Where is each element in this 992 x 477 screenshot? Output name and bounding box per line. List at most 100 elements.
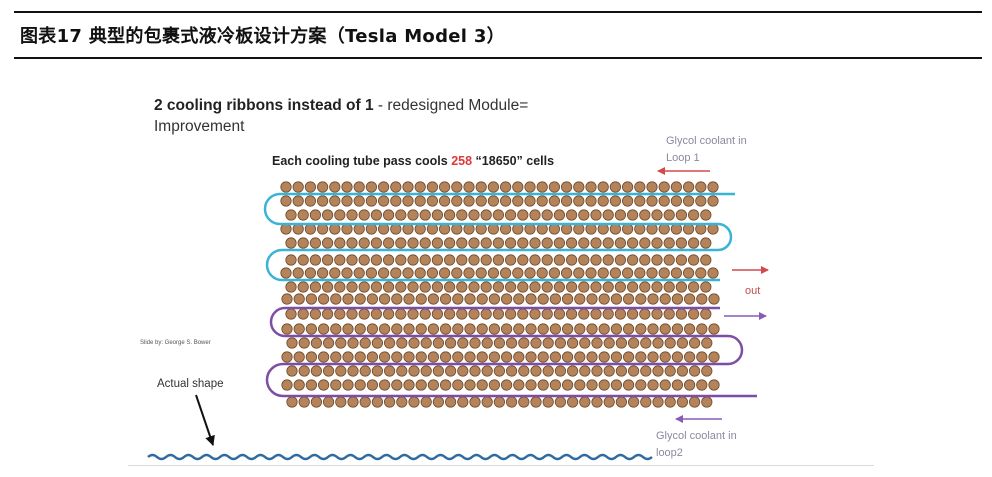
battery-cell <box>554 365 567 377</box>
battery-cell <box>378 351 391 363</box>
battery-cell <box>316 267 329 279</box>
battery-cell <box>317 323 330 335</box>
battery-cell <box>614 237 627 249</box>
battery-cell <box>382 237 395 249</box>
battery-cell <box>439 351 452 363</box>
battery-cell <box>603 365 615 377</box>
battery-cell <box>377 195 390 207</box>
battery-cell <box>700 308 712 320</box>
battery-cell <box>396 337 408 349</box>
headline-rest: - redesigned Module= <box>373 97 529 114</box>
battery-cell <box>285 237 297 249</box>
battery-cell <box>500 323 513 335</box>
battery-cell <box>396 396 408 408</box>
battery-cell <box>614 281 627 293</box>
battery-cell <box>553 209 566 221</box>
battery-cell <box>317 351 330 363</box>
loop2-inlet-label: Glycol coolant in loop2 <box>656 428 737 462</box>
battery-cell <box>342 379 354 391</box>
battery-cell <box>566 365 579 377</box>
battery-cell <box>626 209 639 221</box>
battery-cell <box>366 351 378 363</box>
battery-cell <box>353 181 365 193</box>
battery-cell <box>469 365 481 377</box>
battery-cell <box>427 323 439 335</box>
battery-cell <box>480 281 492 293</box>
battery-cell <box>621 195 634 207</box>
battery-cell <box>536 267 548 279</box>
battery-cell <box>297 281 309 293</box>
battery-cell <box>504 209 517 221</box>
battery-cell <box>615 337 628 349</box>
battery-cell <box>676 337 689 349</box>
battery-cell <box>647 323 659 335</box>
battery-cell <box>285 254 297 266</box>
battery-cell <box>524 195 536 207</box>
battery-cell <box>513 323 525 335</box>
battery-cell <box>578 237 590 249</box>
loop2-label-line1: Glycol coolant in <box>656 430 737 442</box>
battery-cell <box>292 181 304 193</box>
battery-cell <box>464 323 476 335</box>
battery-cell <box>297 308 309 320</box>
battery-cell <box>492 254 504 266</box>
battery-cell <box>391 293 403 305</box>
battery-cell <box>561 351 574 363</box>
battery-cell <box>573 267 585 279</box>
battery-cell <box>402 181 414 193</box>
battery-cell <box>529 209 541 221</box>
battery-cell <box>610 293 623 305</box>
battery-cell <box>658 181 670 193</box>
battery-cell <box>431 237 443 249</box>
battery-cell <box>700 209 712 221</box>
battery-cell <box>565 209 578 221</box>
battery-cell <box>305 351 317 363</box>
battery-cell <box>391 351 403 363</box>
battery-cell <box>517 209 529 221</box>
battery-cell <box>285 308 297 320</box>
battery-cell <box>504 281 517 293</box>
battery-cell <box>670 223 683 235</box>
battery-cell <box>443 237 456 249</box>
battery-cell <box>329 223 341 235</box>
battery-cell <box>659 293 671 305</box>
battery-cell <box>561 293 574 305</box>
battery-cell <box>499 267 512 279</box>
battery-cell <box>431 209 443 221</box>
battery-cell <box>646 195 658 207</box>
battery-cell <box>468 209 480 221</box>
battery-cell <box>475 181 487 193</box>
battery-cell <box>293 379 305 391</box>
battery-cell <box>553 254 566 266</box>
battery-cell <box>664 365 676 377</box>
battery-cell <box>537 323 549 335</box>
battery-cells <box>280 181 720 408</box>
battery-cell <box>707 181 719 193</box>
battery-cell <box>456 281 468 293</box>
battery-cell <box>335 396 347 408</box>
battery-cell <box>530 337 542 349</box>
battery-cell <box>304 267 316 279</box>
battery-cell <box>658 195 670 207</box>
battery-cell <box>585 181 597 193</box>
battery-cell <box>366 293 378 305</box>
battery-cell <box>537 293 549 305</box>
battery-cell <box>549 351 562 363</box>
battery-cell <box>610 351 623 363</box>
battery-cell <box>463 267 475 279</box>
battery-cell <box>443 209 456 221</box>
battery-cell <box>609 181 622 193</box>
battery-cell <box>334 237 346 249</box>
battery-cell <box>602 308 614 320</box>
battery-cell <box>330 379 342 391</box>
battery-cell <box>635 323 647 335</box>
battery-cell <box>622 351 635 363</box>
battery-cell <box>529 308 541 320</box>
battery-cell <box>578 281 590 293</box>
battery-cell <box>286 337 298 349</box>
battery-cell <box>353 223 365 235</box>
battery-cell <box>541 281 553 293</box>
battery-cell <box>682 181 695 193</box>
battery-cell <box>334 281 346 293</box>
battery-cell <box>635 351 647 363</box>
